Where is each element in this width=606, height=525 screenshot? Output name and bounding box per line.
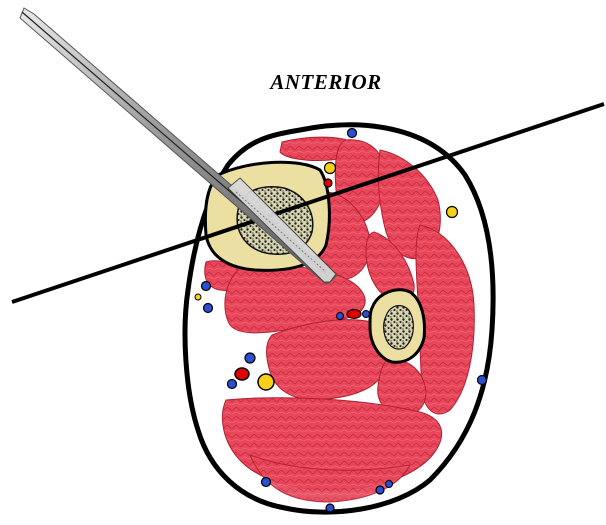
nerve-marker (325, 163, 336, 174)
nerve-marker (447, 207, 458, 218)
vein-marker (386, 481, 393, 488)
artery-marker (235, 368, 249, 380)
artery-marker (324, 179, 332, 187)
vein-marker (376, 486, 384, 494)
nerve-marker (195, 294, 201, 300)
vein-marker (262, 478, 271, 487)
bone-small-marrow (384, 306, 414, 349)
vein-marker (326, 504, 334, 512)
vein-marker (363, 311, 370, 318)
orientation-label: ANTERIOR (246, 70, 406, 95)
vein-marker (337, 313, 344, 320)
vein-marker (478, 376, 487, 385)
vein-marker (228, 380, 237, 389)
artery-marker (347, 310, 361, 319)
vein-marker (202, 282, 211, 291)
vein-marker (204, 304, 213, 313)
nerve-marker (258, 374, 274, 390)
vein-marker (245, 353, 255, 363)
vein-marker (348, 129, 357, 138)
